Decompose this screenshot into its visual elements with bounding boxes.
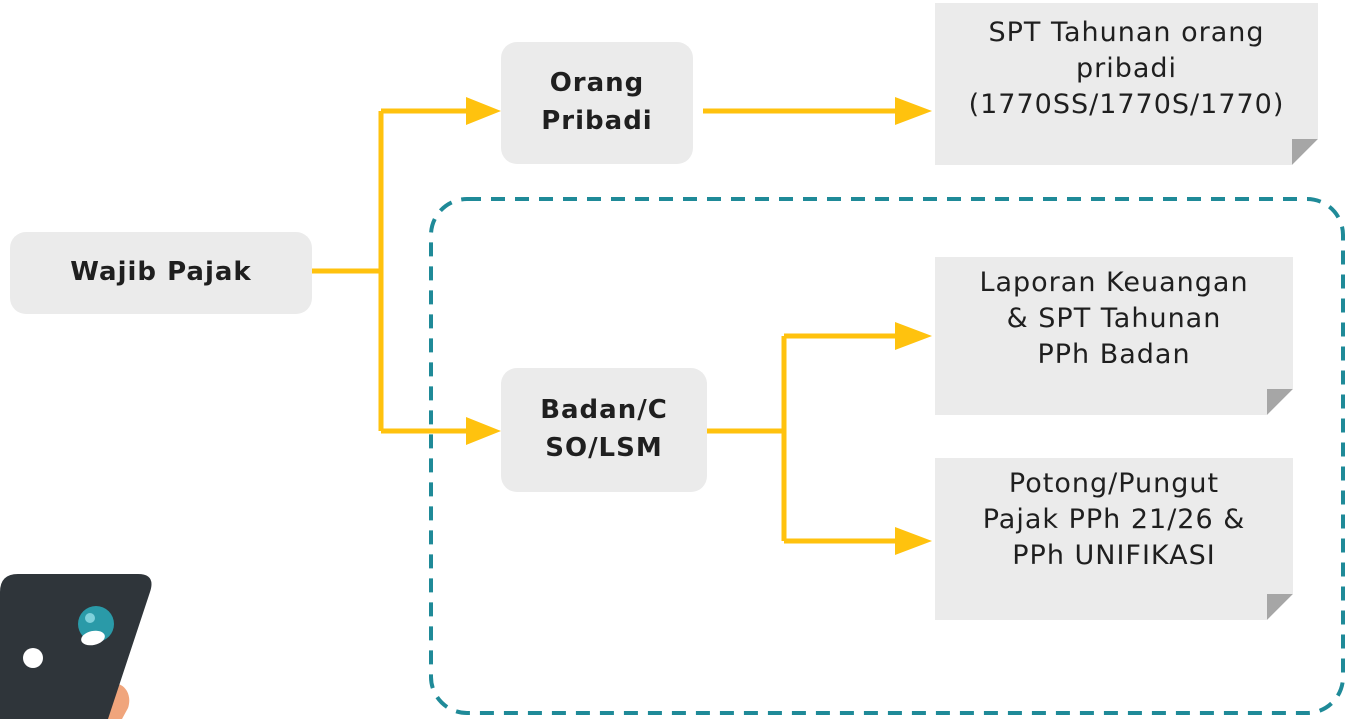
node-badan-cso-lsm: Badan/C SO/LSM — [501, 368, 707, 492]
node-badan-line-1: Badan/C — [540, 395, 668, 426]
document-spt-tahunan-orang-pribadi: SPT Tahunan orang pribadi (1770SS/1770S/… — [935, 3, 1318, 165]
document-spt-text: SPT Tahunan orang pribadi (1770SS/1770S/… — [968, 17, 1285, 120]
arrowhead-laporan — [895, 322, 932, 350]
arrowhead-badan — [466, 417, 501, 445]
node-wajib-pajak: Wajib Pajak — [10, 232, 312, 314]
document-potong-pungut: Potong/Pungut Pajak PPh 21/26 & PPh UNIF… — [935, 458, 1293, 620]
badan-group-boundary — [429, 197, 1345, 715]
node-orang-pribadi: Orang Pribadi — [501, 42, 693, 164]
tablet-illustration-icon — [0, 574, 152, 719]
document-laporan-keuangan: Laporan Keuangan & SPT Tahunan PPh Badan — [935, 257, 1293, 415]
node-orang-pribadi-line-1: Orang — [549, 68, 645, 99]
document-laporan-text: Laporan Keuangan & SPT Tahunan PPh Badan — [979, 267, 1249, 370]
node-orang-pribadi-line-2: Pribadi — [541, 106, 653, 136]
node-wajib-pajak-label: Wajib Pajak — [70, 257, 252, 288]
arrowhead-potong — [895, 527, 932, 555]
arrowhead-orang — [466, 97, 501, 125]
document-potong-text: Potong/Pungut Pajak PPh 21/26 & PPh UNIF… — [982, 468, 1246, 571]
arrowhead-spt — [895, 97, 932, 125]
node-badan-line-2: SO/LSM — [545, 433, 663, 463]
